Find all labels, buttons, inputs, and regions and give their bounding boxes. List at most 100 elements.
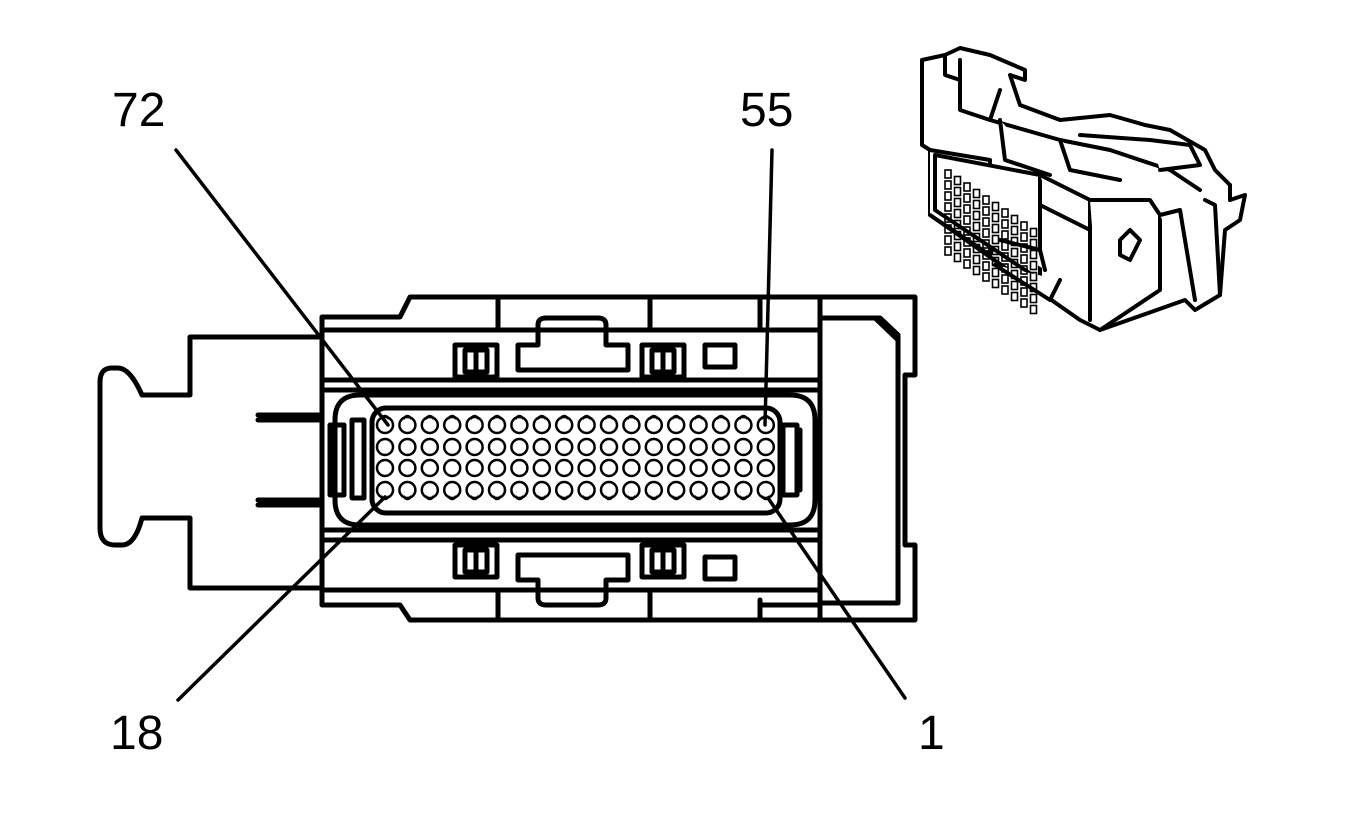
iso-pin [1001, 208, 1009, 218]
iso-pin [1001, 230, 1009, 240]
iso-pin [991, 256, 1000, 267]
iso-pin [1020, 254, 1028, 264]
pin [711, 480, 731, 500]
iso-pin [1010, 214, 1019, 225]
pin [487, 458, 507, 478]
pin [734, 458, 753, 478]
leader-1 [766, 496, 907, 700]
pin [622, 437, 641, 457]
iso-pin [1020, 221, 1028, 231]
iso-pin [953, 208, 962, 219]
pin [510, 415, 529, 435]
pin-tail [536, 414, 547, 420]
pin [510, 437, 529, 457]
pin-tail [671, 414, 682, 420]
pin [420, 437, 440, 457]
iso-pin [1001, 285, 1009, 295]
iso-pin [972, 188, 981, 199]
pin [644, 458, 664, 478]
iso-pin [953, 186, 962, 197]
top-window-left [452, 342, 500, 380]
pin [599, 437, 619, 457]
pin [644, 480, 664, 500]
pin-tail [581, 414, 592, 420]
pin [622, 458, 641, 478]
pin-tail [671, 495, 682, 501]
pin-tail [648, 414, 659, 420]
pin-tail [514, 414, 525, 420]
pin [487, 415, 507, 435]
iso-pin [963, 182, 971, 192]
pin [510, 458, 529, 478]
top-lock-pad [515, 315, 631, 373]
pin-tail [603, 495, 615, 501]
leader-18 [176, 495, 387, 702]
pin-tail [626, 414, 637, 420]
latch-tab [97, 334, 325, 591]
pin-tail [715, 495, 727, 501]
pin-tail [402, 414, 413, 420]
iso-pin [953, 197, 962, 208]
iso-pin [953, 230, 962, 241]
iso-pin [982, 217, 990, 227]
iso-pin [991, 267, 1000, 278]
iso-pin [944, 180, 952, 190]
iso-pin [1020, 243, 1028, 253]
pin [644, 437, 664, 457]
iso-pin [982, 195, 990, 205]
iso-pin [963, 226, 971, 236]
iso-pin [991, 245, 1000, 256]
pin-tail [402, 495, 413, 501]
pin [666, 458, 686, 478]
pin [442, 437, 462, 457]
pin [442, 415, 462, 435]
pin-tail [738, 495, 749, 501]
iso-pin [982, 239, 990, 249]
pin [532, 458, 552, 478]
iso-pin [1029, 227, 1038, 238]
pin-tail [581, 495, 592, 501]
pin-tail [447, 414, 458, 420]
pin-tail [424, 495, 435, 501]
pin-cavity-frame [332, 392, 818, 528]
iso-pin [1020, 265, 1028, 275]
pin [734, 415, 753, 435]
pin [689, 458, 708, 478]
pin [689, 480, 708, 500]
iso-pin [1010, 225, 1019, 236]
iso-pin [1001, 274, 1009, 284]
pin [734, 480, 753, 500]
iso-pin [953, 241, 962, 252]
pin [666, 480, 686, 500]
pin [554, 437, 574, 457]
iso-pin [972, 210, 981, 221]
iso-pin [1001, 241, 1009, 251]
pin [398, 415, 417, 435]
iso-pin [953, 175, 962, 186]
pin [689, 415, 708, 435]
pin-tail [603, 414, 615, 420]
iso-pin [991, 212, 1000, 223]
iso-pin [972, 254, 981, 265]
pin [532, 480, 552, 500]
pin-label-55: 55 [740, 84, 794, 137]
pin [756, 437, 776, 457]
pin [577, 458, 596, 478]
iso-pin [1029, 304, 1038, 315]
pin [666, 437, 686, 457]
pin-tail [559, 495, 570, 501]
iso-pin [991, 234, 1000, 245]
iso-pin [1020, 298, 1028, 308]
iso-pin [1001, 219, 1009, 229]
pin [666, 415, 686, 435]
pin [375, 437, 395, 457]
iso-pin [1010, 258, 1019, 269]
pin [442, 480, 462, 500]
pin [532, 437, 552, 457]
pin-tail [514, 495, 525, 501]
pin-tail [536, 495, 547, 501]
pin-tail [648, 495, 659, 501]
pin [465, 480, 484, 500]
iso-pin [982, 228, 990, 238]
